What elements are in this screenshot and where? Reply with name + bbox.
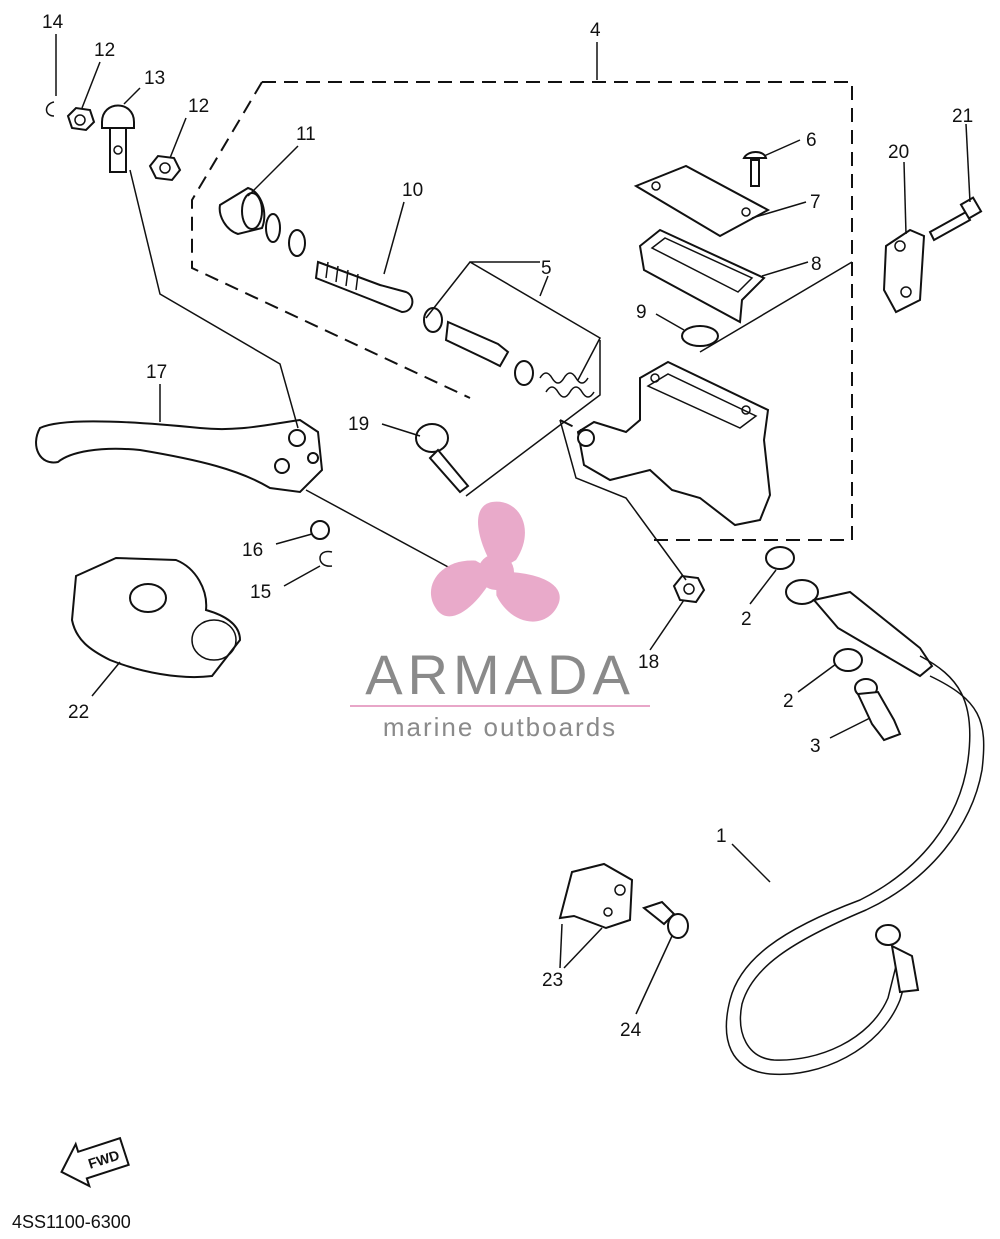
callout-8: 8 [811,254,822,275]
callout-17: 17 [146,362,167,383]
callout-12: 12 [94,40,115,61]
locknut [66,106,96,132]
pin-circlip [319,550,333,567]
callout-9: 9 [636,302,647,323]
cap-screw [742,151,768,187]
circlip [45,101,55,117]
piston-kit [423,261,601,497]
watermark-logo [430,501,560,622]
pivot-nut [672,574,706,604]
callout-10: 10 [402,180,423,201]
lever-guard [70,556,242,679]
master-cylinder [576,261,853,527]
hose-bracket [558,862,634,930]
callout-4: 4 [590,20,601,41]
callout-18: 18 [638,652,659,673]
push-rod [314,260,414,314]
callout-16: 16 [242,540,263,561]
callout-2b: 2 [783,691,794,712]
callout-23: 23 [542,970,563,991]
callout-12b: 12 [188,96,209,117]
dust-boot [218,186,306,257]
callout-11: 11 [296,124,316,145]
callout-numbers: 1 2 2 3 4 5 6 7 8 9 10 11 12 12 13 14 15… [42,12,973,1041]
handlebar-holder [882,228,926,314]
callout-20: 20 [888,142,909,163]
clutch-hose [725,579,985,1076]
diaphragm [638,228,766,324]
leader-lines [55,34,971,1015]
callout-1: 1 [716,826,727,847]
callout-24: 24 [620,1020,642,1041]
holder-bolt [928,196,983,242]
bracket-bolt [641,900,689,939]
callout-21: 21 [952,106,973,127]
copper-washer-2 [833,648,863,672]
callout-13: 13 [144,68,165,89]
propeller-blade [478,501,525,572]
callout-3: 3 [810,736,821,757]
callout-2: 2 [741,609,752,630]
callout-19: 19 [348,414,369,435]
watermark-brand: ARMADA [365,643,635,706]
diagram-code: 4SS1100-6300 [12,1212,131,1232]
locknut-2 [148,154,182,182]
callout-15: 15 [250,582,271,603]
callout-7: 7 [810,192,821,213]
reservoir-cap [633,164,771,238]
copper-washer [765,546,795,570]
lever-pin [415,423,470,494]
clutch-lever [35,418,324,494]
washer [310,520,330,540]
callout-22: 22 [68,702,89,723]
callout-14: 14 [42,12,64,33]
callout-6: 6 [806,130,817,151]
banjo-bolt [854,678,902,742]
propeller-blade-2 [496,571,560,622]
watermark-tagline: marine outboards [383,712,617,742]
diaphragm-plate [681,325,719,347]
propeller-hub [478,554,514,590]
pivot-bolt [101,104,135,173]
callout-5: 5 [541,258,552,279]
fwd-arrow: FWD [60,1136,130,1189]
